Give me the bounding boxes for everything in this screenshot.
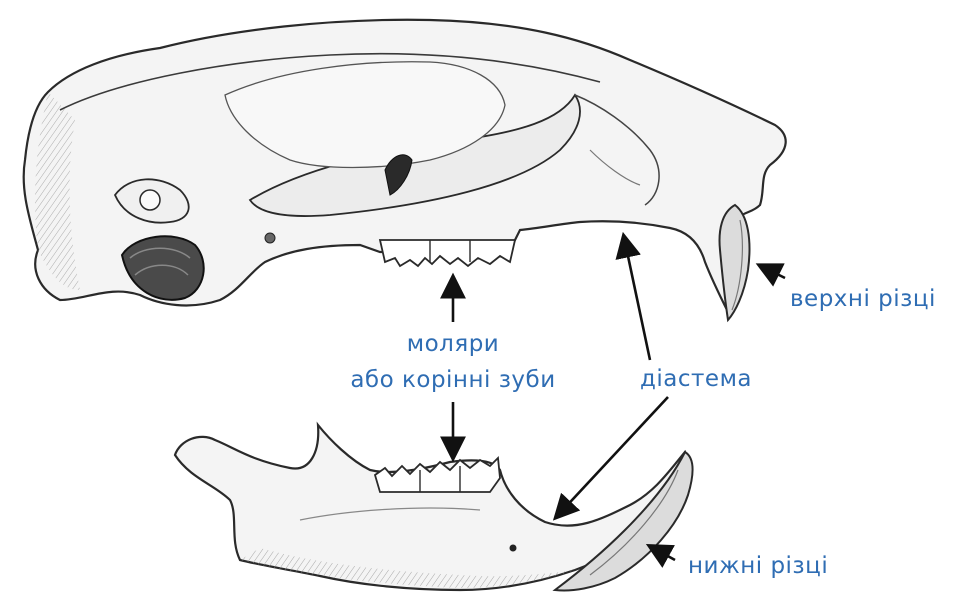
label-molars-line2: або корінні зуби [343,366,563,394]
mandible [175,425,693,591]
label-molars-line1: моляри [393,330,513,358]
arrow-lower-incisors [655,549,675,560]
upper-molars [380,240,515,266]
mental-foramen [510,545,517,552]
arrow-upper-incisors [765,268,785,278]
arrow-diastema-up [625,242,650,360]
label-lower-incisors: нижні різці [688,552,828,580]
cranium [24,20,786,320]
foramen [265,233,275,243]
label-upper-incisors: верхні різці [790,285,936,313]
label-diastema: діастема [640,365,752,393]
lower-molars [375,458,500,492]
